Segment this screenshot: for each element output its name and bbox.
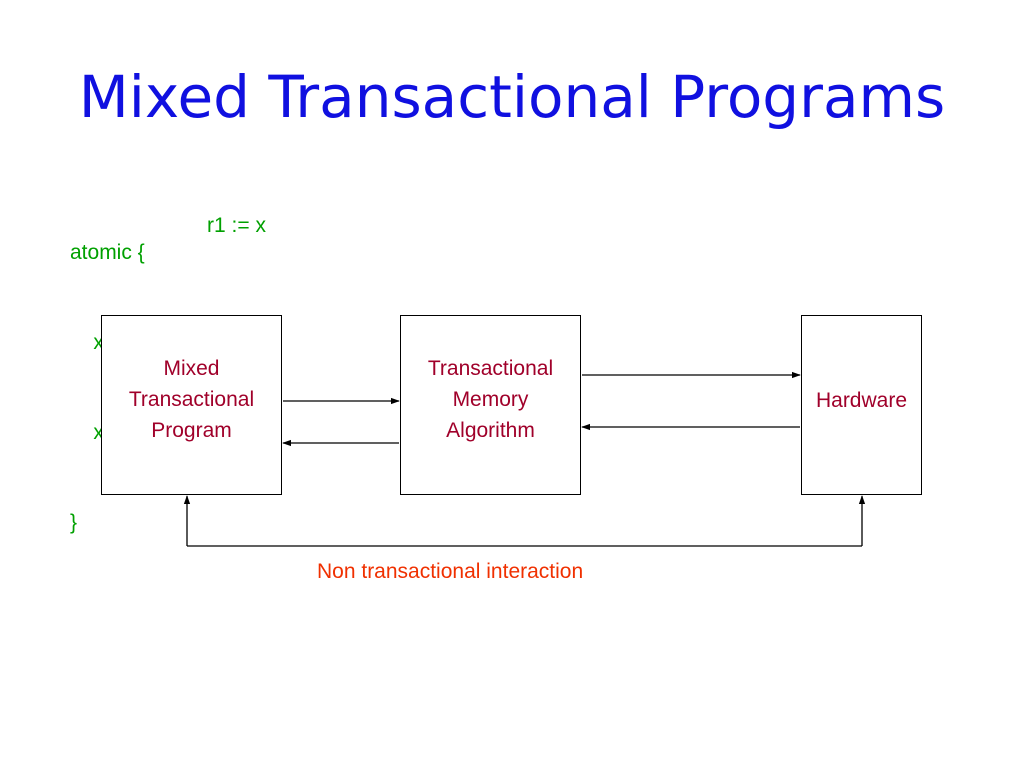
slide-title: Mixed Transactional Programs [78,63,946,131]
mixed-program-label: Mixed Transactional Program [129,353,254,446]
box-line: Memory [452,387,529,411]
box-line: Algorithm [446,418,535,442]
code-line: atomic { [70,241,145,264]
code-side-statement: r1 := x [207,214,266,237]
tm-algorithm-box: Transactional Memory Algorithm [400,315,581,495]
mixed-program-box: Mixed Transactional Program [101,315,282,495]
box-line: Transactional [128,387,255,411]
box-line: Program [151,418,232,442]
tm-algorithm-label: Transactional Memory Algorithm [428,353,553,446]
code-line: } [70,511,78,534]
hardware-label: Hardware [816,385,907,416]
box-line: Mixed [163,356,220,380]
non-transactional-label: Non transactional interaction [317,560,584,583]
box-line: Hardware [815,389,908,412]
box-line: Transactional [427,356,554,380]
hardware-box: Hardware [801,315,922,495]
